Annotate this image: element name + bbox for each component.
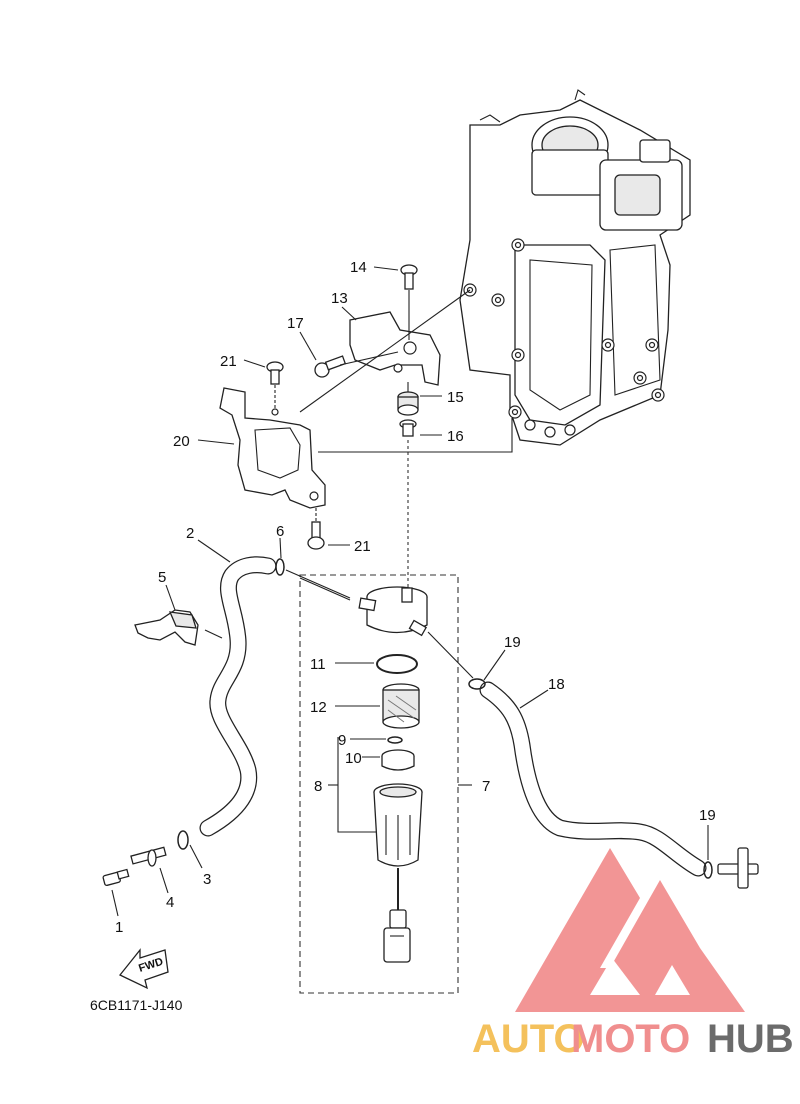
clip-9 bbox=[387, 736, 403, 744]
tee-joint bbox=[717, 847, 759, 889]
clamp-19-upper bbox=[468, 678, 486, 690]
leader-lines bbox=[111, 266, 709, 917]
callout-11: 11 bbox=[310, 656, 326, 673]
callout-5: 5 bbox=[158, 569, 166, 586]
callout-17: 17 bbox=[287, 315, 304, 332]
bracket-13 bbox=[349, 311, 441, 386]
filter-assembly-box bbox=[299, 574, 459, 994]
watermark-text-auto: AUTO bbox=[472, 1017, 585, 1061]
callout-4: 4 bbox=[166, 894, 174, 911]
fwd-arrow: FWD bbox=[118, 948, 169, 990]
hose-holder-5 bbox=[134, 609, 199, 646]
callout-7: 7 bbox=[482, 778, 490, 795]
bolt-21-upper bbox=[266, 361, 284, 385]
callout-8: 8 bbox=[314, 778, 322, 795]
callout-1: 1 bbox=[115, 919, 123, 936]
float-10 bbox=[381, 749, 415, 771]
callout-19-upper: 19 bbox=[504, 634, 521, 651]
watermark-text-moto: MOTO bbox=[571, 1017, 690, 1061]
joint-4 bbox=[130, 846, 167, 867]
clamp-3 bbox=[177, 830, 189, 850]
bolt-14 bbox=[400, 264, 418, 290]
grommet-15 bbox=[397, 391, 419, 416]
clamp-6 bbox=[275, 558, 285, 576]
plug-1 bbox=[102, 868, 130, 887]
callout-10: 10 bbox=[345, 750, 362, 767]
callout-15: 15 bbox=[447, 389, 464, 406]
screw-17 bbox=[314, 355, 347, 378]
watermark-logo bbox=[515, 848, 745, 1012]
cover-20 bbox=[219, 387, 326, 509]
filter-element-12 bbox=[382, 683, 420, 729]
filter-cup bbox=[373, 783, 423, 867]
water-sensor-connector bbox=[383, 909, 411, 963]
callout-3: 3 bbox=[203, 871, 211, 888]
callout-21-upper: 21 bbox=[220, 353, 237, 370]
callout-12: 12 bbox=[310, 699, 327, 716]
callout-9: 9 bbox=[338, 732, 346, 749]
fuel-hose-2 bbox=[199, 556, 277, 837]
clamp-19-lower bbox=[703, 861, 713, 879]
bolt-21-lower bbox=[307, 521, 325, 550]
callout-20: 20 bbox=[173, 433, 190, 450]
callout-2: 2 bbox=[186, 525, 194, 542]
diagram-code: 6CB1171-J140 bbox=[90, 997, 183, 1013]
callout-16: 16 bbox=[447, 428, 464, 445]
callout-21-lower: 21 bbox=[354, 538, 371, 555]
fuel-filter-head bbox=[358, 586, 428, 637]
fuel-hose-18 bbox=[479, 681, 707, 877]
callout-13: 13 bbox=[331, 290, 348, 307]
watermark-text-hub: HUB bbox=[707, 1017, 794, 1061]
intake-manifold-drawing bbox=[459, 89, 691, 446]
collar-16 bbox=[399, 419, 417, 437]
o-ring-11 bbox=[376, 654, 418, 674]
callout-19-lower: 19 bbox=[699, 807, 716, 824]
callout-6: 6 bbox=[276, 523, 284, 540]
callout-18: 18 bbox=[548, 676, 565, 693]
callout-14: 14 bbox=[350, 259, 367, 276]
